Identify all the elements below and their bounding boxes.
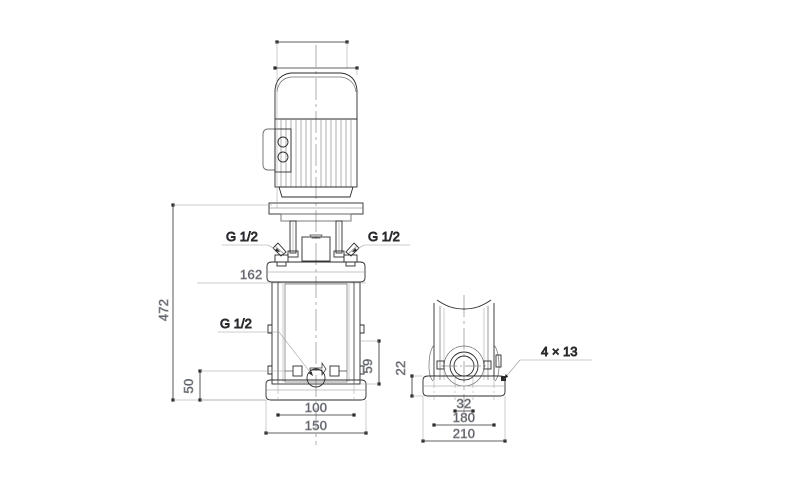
dim-label-210: 210 <box>453 426 476 441</box>
dim-base-width-150: 150 <box>264 400 368 435</box>
dim-motor-cap-upper <box>275 40 349 208</box>
callout-label-g12-left-upper: G 1/2 <box>226 229 258 244</box>
pump-head-chamber <box>266 261 366 283</box>
dim-suction-height-50: 50 <box>181 369 293 402</box>
end-view-side-lugs <box>428 344 502 382</box>
pump-ports <box>285 361 347 388</box>
end-elevation-view <box>422 295 506 415</box>
coupling-flange-plate <box>268 202 364 222</box>
coupling-guard-rods <box>287 220 345 258</box>
callout-label-g12-right-upper: G 1/2 <box>368 229 400 244</box>
dim-label-180: 180 <box>453 410 476 425</box>
dimension-layer: 472 162 50 <box>156 40 507 443</box>
callout-label-g12-lower: G 1/2 <box>220 316 252 331</box>
front-view-base-plate <box>265 379 367 401</box>
callout-label-4x13: 4 × 13 <box>541 344 578 359</box>
dim-label-150: 150 <box>305 418 328 433</box>
dim-label-162: 162 <box>240 267 263 282</box>
callout-gauge-port-left-upper: G 1/2 <box>222 229 281 253</box>
callout-drain-port-lower: G 1/2 <box>218 316 314 377</box>
end-view-base-plate <box>422 375 506 400</box>
priming-plug-right <box>343 242 360 267</box>
sleeve-retaining-clips <box>267 324 365 375</box>
motor-base-flange <box>278 186 354 198</box>
callout-layer: G 1/2 G 1/2 G 1/2 4 <box>218 229 592 380</box>
priming-plug-left <box>272 242 289 267</box>
dim-label-22: 22 <box>393 360 408 375</box>
dim-label-50: 50 <box>181 378 196 393</box>
front-elevation-view <box>262 45 367 445</box>
dim-base-depth-210: 210 <box>421 396 507 443</box>
dim-label-32: 32 <box>456 396 471 411</box>
callout-gauge-port-right-upper: G 1/2 <box>351 229 410 253</box>
dim-bolt-width-100: 100 <box>276 400 356 417</box>
dim-label-59: 59 <box>360 358 375 373</box>
motor-terminal-box <box>262 128 292 173</box>
dim-port-spacing-59: 59 <box>360 339 381 386</box>
dim-base-thickness-22: 22 <box>393 360 423 398</box>
dim-label-100: 100 <box>305 400 328 415</box>
callout-mounting-holes: 4 × 13 <box>503 344 592 380</box>
dim-label-472: 472 <box>156 299 171 322</box>
dim-slot-spacing-32: 32 <box>453 396 475 413</box>
dim-sleeve-162: 162 <box>197 267 366 284</box>
dim-bolt-depth-180: 180 <box>432 410 496 427</box>
seal-chamber-block <box>301 234 331 262</box>
dim-motor-body-width <box>273 66 359 75</box>
